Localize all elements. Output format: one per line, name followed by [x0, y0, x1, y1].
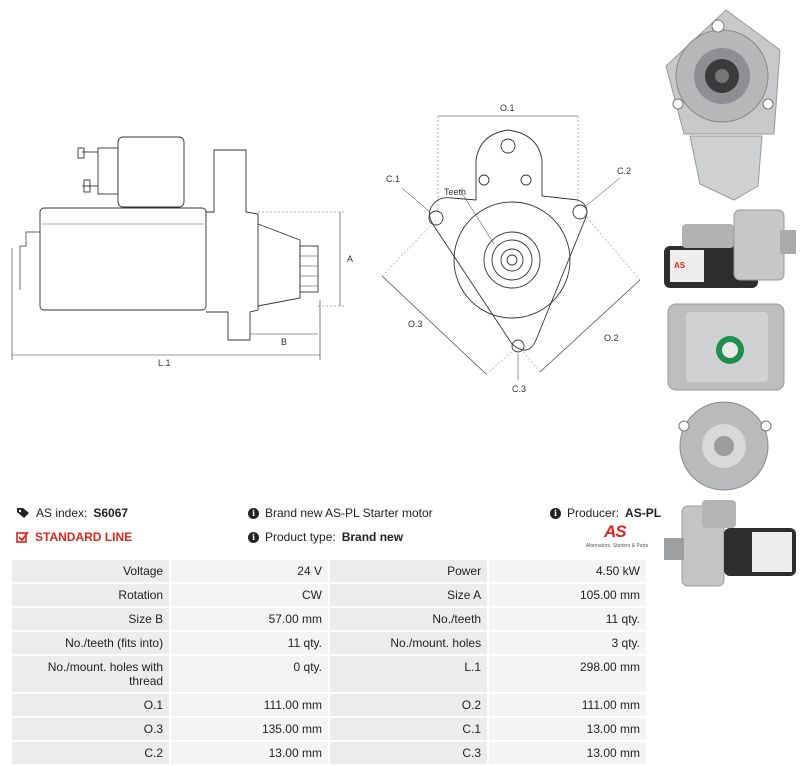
spec-value: 13.00 mm	[489, 718, 646, 740]
product-type: i Product type: Brand new	[248, 530, 403, 544]
spec-label: Size A	[329, 584, 488, 606]
dim-o2-label: O.2	[604, 333, 619, 343]
side-view	[11, 136, 345, 360]
spec-label: C.1	[329, 718, 488, 740]
product-photos: AS	[660, 0, 800, 766]
spec-label: No./mount. holes	[329, 632, 488, 654]
spec-label: O.3	[12, 718, 170, 740]
drawing-svg: L.1 A B O.1 O.2 O.3 C.1 C.2 C.3 Tee	[11, 103, 641, 394]
spec-label: No./teeth (fits into)	[12, 632, 170, 654]
as-index-value: S6067	[93, 506, 129, 520]
spec-value: 11 qty.	[171, 632, 328, 654]
spec-value: 105.00 mm	[489, 584, 646, 606]
description: i Brand new AS-PL Starter motor	[248, 506, 433, 520]
spec-label: No./teeth	[329, 608, 488, 630]
producer: i Producer: AS-PL	[550, 506, 661, 520]
dim-c1-label: C.1	[386, 174, 400, 184]
product-type-label: Product type:	[265, 530, 336, 544]
info-icon: i	[550, 507, 561, 519]
spec-label: C.3	[329, 742, 488, 764]
teeth-label: Teeth	[444, 187, 466, 197]
logo-tagline: Alternators, Starters & Parts	[585, 543, 649, 549]
standard-line: STANDARD LINE	[16, 530, 132, 544]
as-index: AS index: S6067	[16, 506, 128, 520]
spec-value: 13.00 mm	[171, 742, 328, 764]
info-icon: i	[248, 507, 259, 519]
spec-value: 3 qty.	[489, 632, 646, 654]
as-index-label: AS index:	[36, 506, 88, 520]
spec-label: Voltage	[12, 560, 170, 582]
dim-o3-label: O.3	[408, 319, 423, 329]
spec-value: 57.00 mm	[171, 608, 328, 630]
spec-label: C.2	[12, 742, 170, 764]
dim-l1-label: L.1	[158, 358, 171, 368]
table-row: No./teeth (fits into)11 qty.No./mount. h…	[12, 632, 646, 654]
spec-value: 135.00 mm	[171, 718, 328, 740]
spec-value: 4.50 kW	[489, 560, 646, 582]
check-square-icon	[16, 531, 29, 543]
info-icon: i	[248, 531, 259, 543]
description-text: Brand new AS-PL Starter motor	[265, 506, 433, 520]
spec-label: Power	[329, 560, 488, 582]
photo-angle-view[interactable]	[662, 498, 798, 596]
spec-label: L.1	[329, 656, 488, 692]
spec-value: 0 qty.	[171, 656, 328, 692]
photo-side-view[interactable]: AS	[662, 206, 798, 294]
spec-value: CW	[171, 584, 328, 606]
spec-label: Size B	[12, 608, 170, 630]
spec-label: O.1	[12, 694, 170, 716]
tag-icon	[17, 508, 29, 518]
producer-value: AS-PL	[625, 506, 662, 520]
photo-rear-view[interactable]	[662, 298, 798, 494]
technical-drawing: L.1 A B O.1 O.2 O.3 C.1 C.2 C.3 Tee	[11, 103, 641, 394]
logo-text: AS	[604, 522, 627, 541]
spec-value: 298.00 mm	[489, 656, 646, 692]
spec-value: 24 V	[171, 560, 328, 582]
spec-label: No./mount. holes with thread	[12, 656, 170, 692]
dim-b-label: B	[281, 337, 287, 347]
standard-line-text: STANDARD LINE	[35, 530, 133, 544]
spec-label: Rotation	[12, 584, 170, 606]
spec-value: 11 qty.	[489, 608, 646, 630]
photo-front-view[interactable]	[662, 6, 798, 202]
spec-label: O.2	[329, 694, 488, 716]
as-logo: AS Alternators, Starters & Parts	[584, 522, 650, 552]
dim-c2-label: C.2	[617, 166, 631, 176]
product-info: AS index: S6067 STANDARD LINE i Brand ne…	[14, 500, 661, 550]
front-view	[381, 115, 641, 380]
dim-a-label: A	[347, 254, 353, 264]
svg-text:AS: AS	[674, 261, 686, 270]
dim-o1-label: O.1	[500, 103, 515, 113]
spec-value: 13.00 mm	[489, 742, 646, 764]
dim-c3-label: C.3	[512, 384, 526, 394]
spec-value: 111.00 mm	[171, 694, 328, 716]
product-type-value: Brand new	[341, 530, 404, 544]
producer-label: Producer:	[567, 506, 620, 520]
spec-value: 111.00 mm	[489, 694, 646, 716]
